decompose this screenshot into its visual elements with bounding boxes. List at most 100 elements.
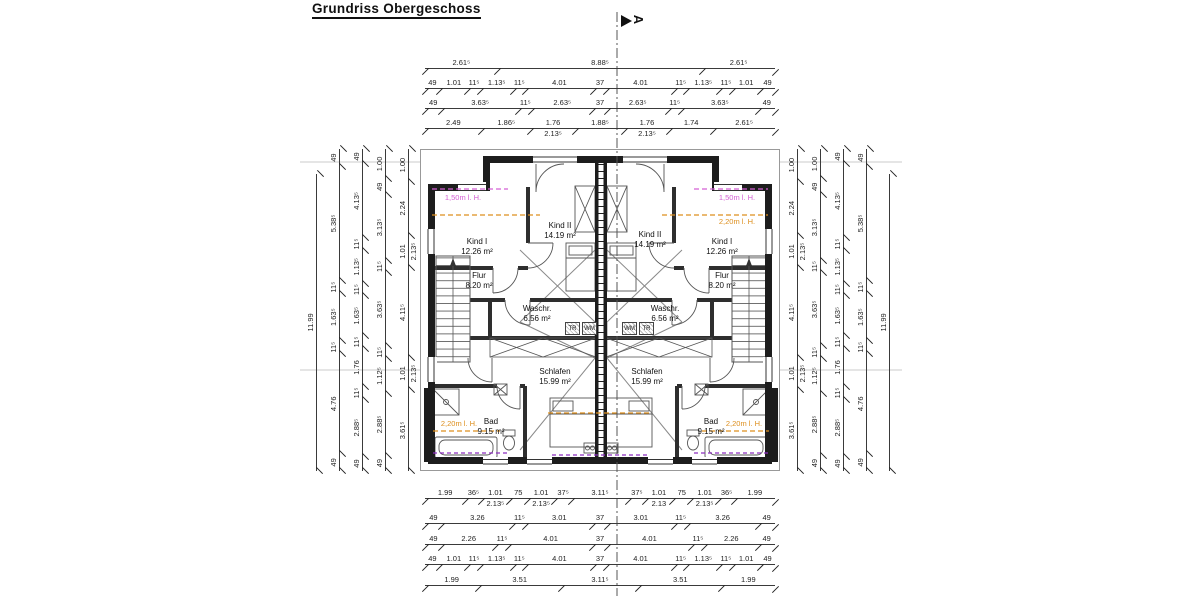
dim-segment: 11⁵ [674, 513, 688, 524]
dim-segment: 1.01 [732, 552, 761, 565]
dim-segment: 3.01 [525, 511, 593, 524]
dim-segment: 11⁵ [719, 78, 733, 89]
dim-segment: 4.01 [606, 552, 675, 565]
dim-segment: 1.13⁵ [350, 250, 363, 284]
dim-segment: 2.61⁵ [425, 56, 498, 69]
dim-segment: 11⁵ [513, 554, 526, 565]
dim-segment: 2.49 [425, 116, 482, 129]
dim-segment: 1.12⁵ [808, 358, 821, 394]
dim-segment: 11⁵ [350, 335, 363, 349]
dim-segment: 4.13⁵ [350, 163, 363, 238]
dim-segment: 2.63⁵ [531, 96, 593, 109]
dim-segment: 11⁵ [719, 554, 733, 565]
dim-segment: 11⁵ [512, 513, 526, 524]
dim-segment: 11⁵ [350, 237, 363, 251]
dim-segment: 4.01 [525, 76, 594, 89]
dim-segment: 49 [373, 455, 386, 471]
room-label: Waschr.6.56 m² [650, 304, 680, 323]
dim-segment: 1.13⁵ [686, 76, 720, 89]
dim-segment: 5.38⁵ [327, 166, 340, 281]
dim-segment: 4.13⁵ [831, 163, 844, 238]
dim-segment: 11⁵ [513, 78, 526, 89]
dim-segment: 1.74 [669, 116, 714, 129]
section-arrow-icon [621, 15, 632, 27]
dim-segment: 11⁵ [327, 280, 340, 294]
dim-segment: 8.88⁵ [497, 56, 703, 69]
dim-segment: 49 [758, 96, 775, 109]
dim-segment: 49 [758, 511, 776, 524]
dim-segment: 11⁵ [350, 283, 363, 296]
dim-segment: 37 [592, 96, 608, 109]
dim-segment: 49 [425, 96, 442, 109]
bed-kind2-right [606, 242, 637, 292]
bed-kind2-left [565, 242, 596, 292]
dim-segment: 3.13⁵ [373, 194, 386, 261]
dim-segment: 2.88⁵ [350, 399, 363, 457]
dim-segment: 11⁵ [674, 78, 687, 89]
dim-segment: 49 [350, 148, 363, 164]
dim-segment: 49 [373, 178, 386, 195]
dim-segment: 2.24 [785, 181, 798, 236]
dim-segment: 1.99 [425, 573, 479, 586]
dim-segment: 11⁵ [691, 534, 705, 545]
door-arcs [467, 163, 735, 410]
dim-segment: 11⁵ [373, 260, 386, 273]
dim-segment: 11⁵ [467, 78, 481, 89]
dim-segment: 1.76 [831, 348, 844, 387]
dim-segment: 37 [593, 76, 607, 89]
dim-segment: 11⁵ [831, 335, 844, 349]
dim-segment: 11⁵ [854, 340, 867, 354]
dim-segment: 49 [425, 511, 442, 524]
dim-segment: 1.00 [373, 148, 386, 179]
dim-segment: 4.01 [607, 532, 692, 545]
dim-segment: 1.76 [350, 348, 363, 387]
dim-segment: 4.76 [327, 353, 340, 454]
dim-segment: 3.63⁵ [373, 272, 386, 346]
dim-chain-right-4: 11.99 [877, 173, 890, 471]
dim-segment: 11⁵ [467, 554, 481, 565]
dim-segment: 49 [327, 453, 340, 471]
dim-segment: 3.51 [478, 573, 562, 586]
wardrobe-left [489, 337, 597, 358]
dim-segment: 36⁵ [465, 486, 482, 499]
dim-segment: 11⁵ [327, 340, 340, 354]
dim-segment: 1.00 [808, 148, 821, 179]
appliance-box: WM [582, 322, 597, 335]
dim-segment: 5.38⁵ [854, 166, 867, 281]
dim-segment: 49 [854, 453, 867, 471]
dim-segment: 11⁵ [373, 345, 386, 359]
dim-segment: 4.76 [854, 353, 867, 454]
dim-segment: 37⁵ [554, 486, 572, 499]
dim-segment: 49 [327, 148, 340, 167]
dim-segment: 2.61⁵ [713, 116, 776, 129]
dim-segment: 1.00 [785, 148, 798, 182]
page-title: Grundriss Obergeschoss [312, 1, 481, 19]
room-label: Waschr.6.56 m² [522, 304, 552, 323]
dim-segment: 1.99 [425, 486, 466, 499]
dim-segment: 1.01 [732, 76, 761, 89]
dim-segment: 2.61⁵ [702, 56, 776, 69]
dim-segment: 1.01 [439, 552, 468, 565]
height-lines [432, 188, 769, 456]
dim-segment: 75 [509, 486, 528, 499]
dim-segment: 49 [425, 76, 440, 89]
dim-segment: 11⁵ [808, 345, 821, 359]
dim-segment: 1.00 [396, 148, 409, 182]
